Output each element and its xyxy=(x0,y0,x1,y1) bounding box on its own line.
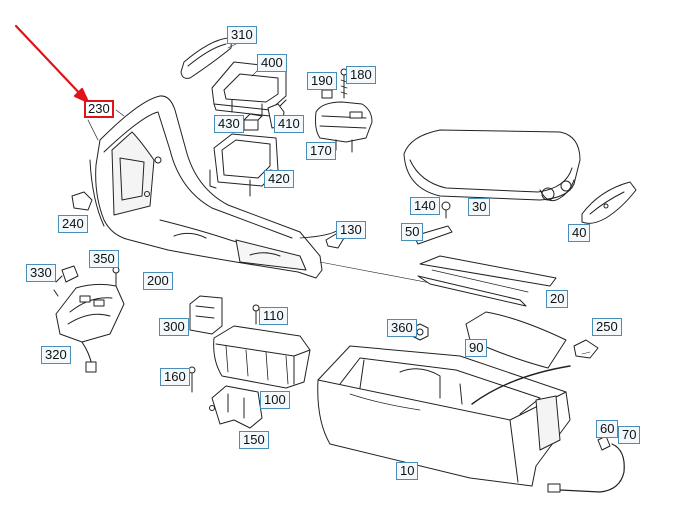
callout-350: 350 xyxy=(89,250,119,268)
part-230-console-bezel xyxy=(87,95,521,301)
callout-20: 20 xyxy=(546,290,569,308)
part-20-rail xyxy=(417,255,557,307)
callout-40: 40 xyxy=(568,224,591,242)
callout-330: 330 xyxy=(26,264,56,282)
part-170-insert xyxy=(315,101,373,153)
callout-410: 410 xyxy=(274,115,304,133)
callout-60: 60 xyxy=(596,420,619,438)
callout-30: 30 xyxy=(468,198,491,216)
highlight-arrow xyxy=(14,24,90,104)
part-100-tray xyxy=(213,325,311,389)
part-150-bracket xyxy=(209,385,263,429)
callout-420: 420 xyxy=(264,170,294,188)
part-50-strip xyxy=(413,225,453,245)
callout-240: 240 xyxy=(58,215,88,233)
callout-320: 320 xyxy=(41,346,71,364)
callout-180: 180 xyxy=(346,66,376,84)
callout-150: 150 xyxy=(239,431,269,449)
callout-190: 190 xyxy=(307,72,337,90)
callout-300: 300 xyxy=(159,318,189,336)
part-330-connector xyxy=(53,265,79,297)
part-250-connector xyxy=(573,339,599,359)
callout-140: 140 xyxy=(410,197,440,215)
part-240-clip xyxy=(71,191,93,211)
part-60-70-cable xyxy=(547,435,625,493)
part-160-screw xyxy=(188,366,196,393)
part-140-clip xyxy=(441,201,451,219)
part-10-console-box xyxy=(317,345,571,487)
callout-50: 50 xyxy=(401,223,424,241)
callout-10: 10 xyxy=(396,462,419,480)
callout-130: 130 xyxy=(336,221,366,239)
callout-310: 310 xyxy=(227,26,257,44)
callout-110: 110 xyxy=(259,307,288,325)
callout-170: 170 xyxy=(306,142,336,160)
callout-160: 160 xyxy=(160,368,190,386)
callout-360: 360 xyxy=(387,319,417,337)
part-40-trim xyxy=(581,181,637,224)
callout-430: 430 xyxy=(214,115,244,133)
part-320-switch-panel xyxy=(55,283,125,373)
callout-100: 100 xyxy=(260,391,290,409)
callout-230-highlighted: 230 xyxy=(84,100,114,118)
part-90-mat xyxy=(465,311,567,369)
part-300-module xyxy=(189,295,223,335)
callout-200: 200 xyxy=(143,272,173,290)
part-190-clip xyxy=(321,89,333,99)
part-310-cover xyxy=(180,37,232,79)
part-30-armrest-lid xyxy=(403,129,581,202)
callout-250: 250 xyxy=(592,318,622,336)
part-430-clip xyxy=(243,113,263,131)
callout-90: 90 xyxy=(465,339,488,357)
callout-70: 70 xyxy=(618,426,641,444)
callout-400: 400 xyxy=(257,54,287,72)
